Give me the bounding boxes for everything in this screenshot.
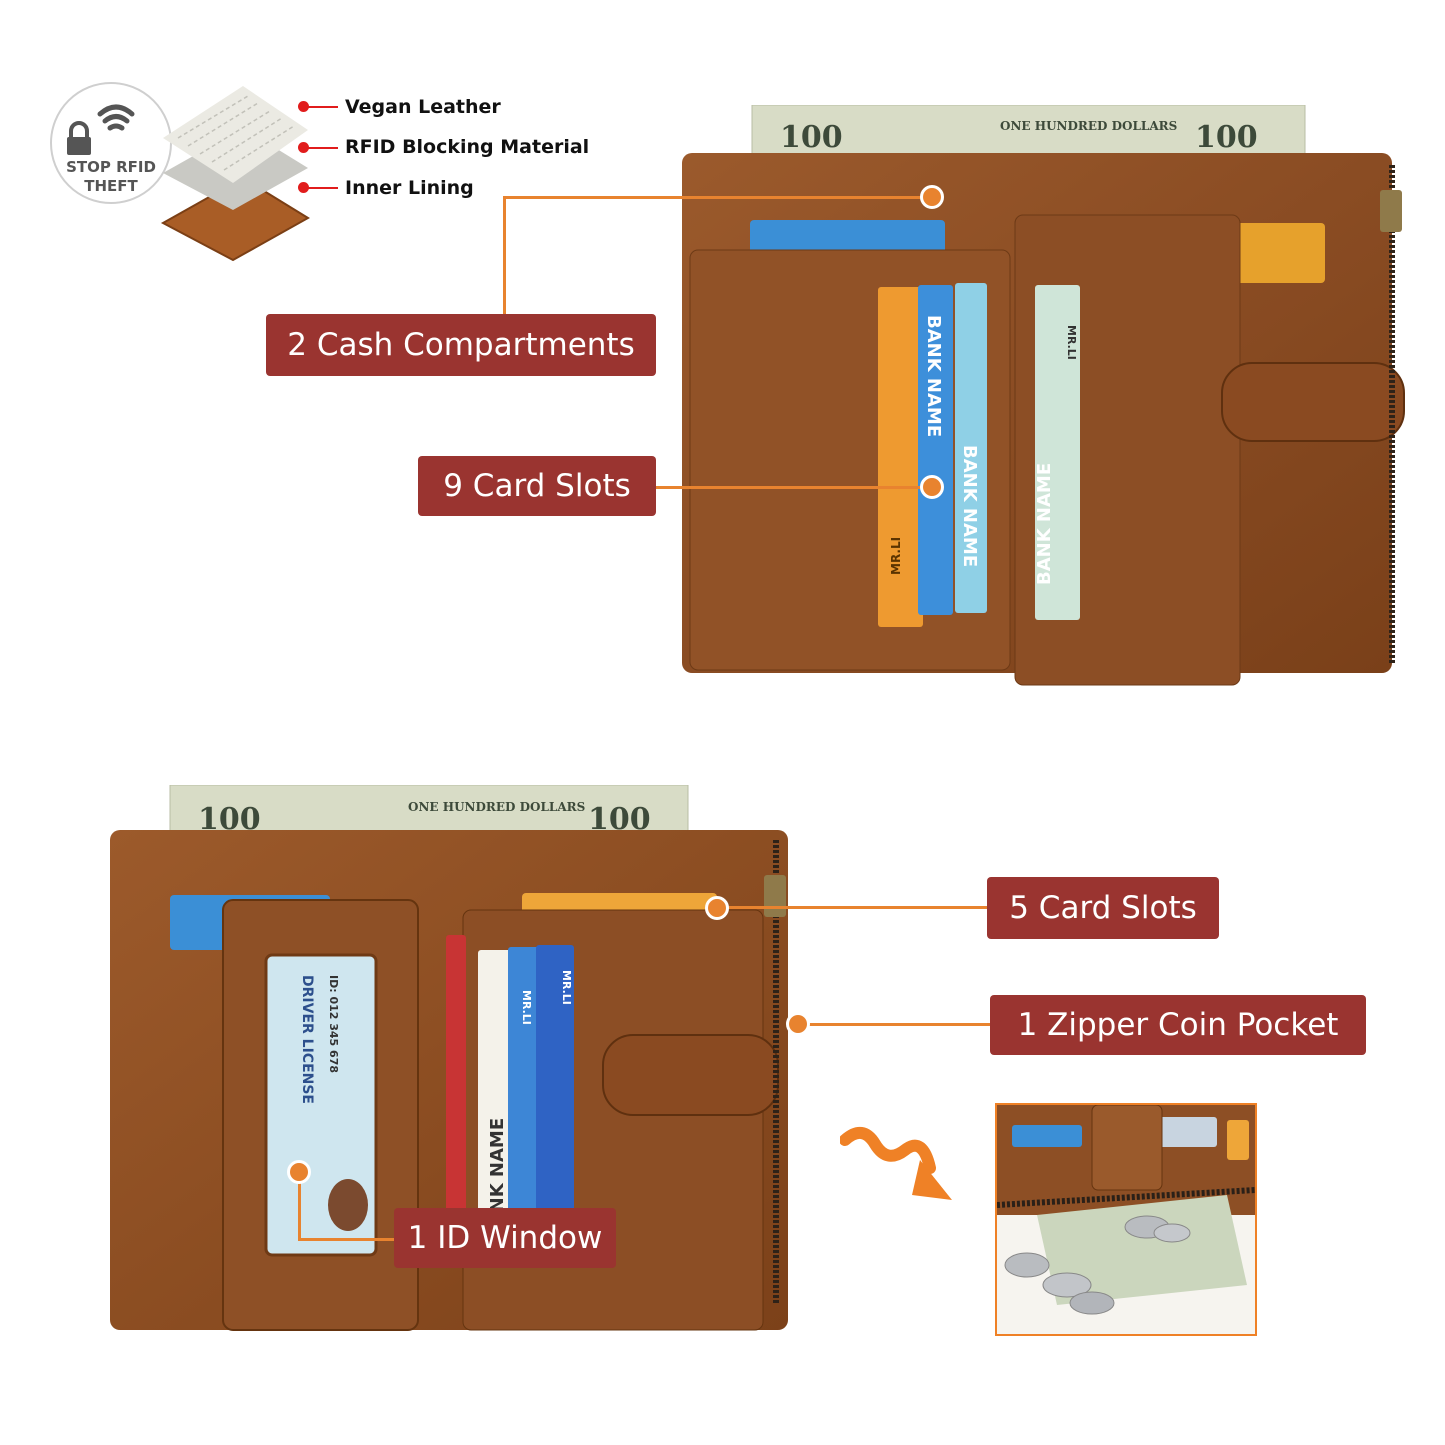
callout-zipper-coin-pocket: 1 Zipper Coin Pocket	[990, 995, 1366, 1055]
wallet-bottom-image: 100 100 ONE HUNDRED DOLLARS 100 100 DRIV…	[108, 784, 798, 1340]
callout-5-card-slots: 5 Card Slots	[987, 877, 1219, 939]
card-slot-marker	[705, 896, 729, 920]
badge-line2: THEFT	[84, 177, 138, 195]
svg-text:BANK NAME: BANK NAME	[923, 315, 944, 437]
svg-text:MR.LI: MR.LI	[889, 537, 903, 575]
cash-compartment-marker	[920, 185, 944, 209]
svg-text:BANK NAME: BANK NAME	[959, 445, 980, 567]
coin-pocket-inset-image	[995, 1103, 1257, 1336]
badge-line1: STOP RFID	[66, 158, 156, 176]
svg-text:ONE HUNDRED DOLLARS: ONE HUNDRED DOLLARS	[1000, 119, 1177, 133]
layer-dot	[298, 101, 309, 112]
layer-label-inner-lining: Inner Lining	[345, 177, 474, 199]
coin-pocket-marker	[786, 1012, 810, 1036]
callout-cash-compartments: 2 Cash Compartments	[266, 314, 656, 376]
arrow-icon	[839, 1120, 960, 1210]
id-window-marker	[287, 1160, 311, 1184]
material-layers-illustration	[148, 78, 318, 263]
lock-icon	[67, 121, 91, 155]
svg-text:ONE HUNDRED DOLLARS: ONE HUNDRED DOLLARS	[408, 800, 585, 814]
svg-text:BANK NAME: BANK NAME	[1034, 463, 1055, 585]
wifi-icon	[97, 104, 135, 131]
callout-9-card-slots: 9 Card Slots	[418, 456, 656, 516]
callout-1-id-window: 1 ID Window	[394, 1208, 616, 1268]
svg-text:100: 100	[780, 120, 843, 155]
wallet-top-image: 100 100 ONE HUNDRED DOLLARS 100 100 ONE …	[680, 104, 1405, 690]
svg-text:MR.LI: MR.LI	[560, 970, 573, 1005]
svg-text:100: 100	[1195, 120, 1258, 155]
svg-text:MR.LI: MR.LI	[1065, 325, 1078, 360]
rfid-badge: STOP RFID THEFT	[48, 80, 174, 206]
layer-dot	[298, 142, 309, 153]
layer-dot	[298, 182, 309, 193]
svg-text:ID: 012 345 678: ID: 012 345 678	[327, 975, 340, 1073]
svg-text:DRIVER LICENSE: DRIVER LICENSE	[299, 975, 315, 1104]
svg-text:MR.LI: MR.LI	[520, 990, 533, 1025]
layer-label-rfid-blocking: RFID Blocking Material	[345, 136, 590, 158]
card-slot-marker	[920, 475, 944, 499]
layer-label-vegan-leather: Vegan Leather	[345, 96, 501, 118]
